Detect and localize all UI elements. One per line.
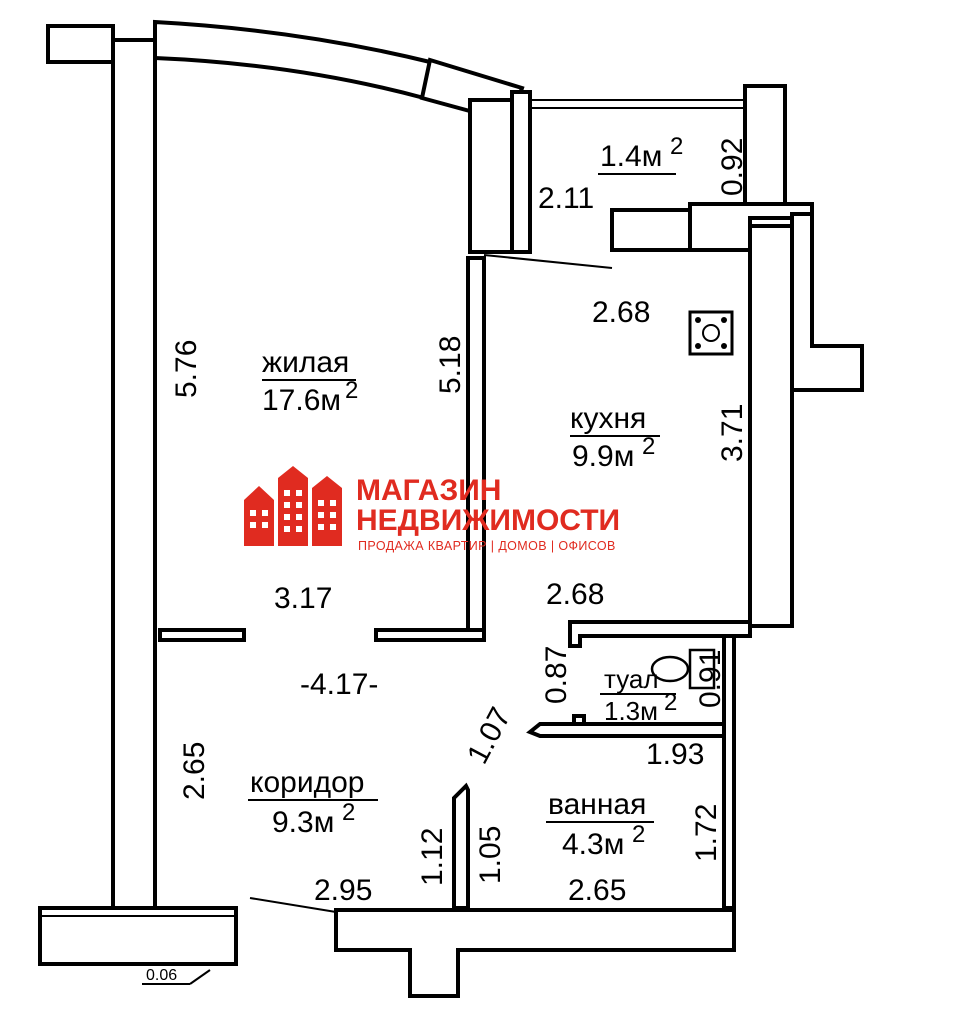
- wall-living-stub-right: [374, 628, 486, 642]
- toilet-icon: [650, 648, 716, 690]
- toilet-area: 1.3м: [604, 696, 658, 726]
- label-balcony: 1.4м 2: [598, 133, 683, 175]
- brand-tagline: ПРОДАЖА КВАРТИР | ДОМОВ | ОФИСОВ: [358, 539, 616, 553]
- entry-door-line: [249, 897, 337, 913]
- wall-right-jog: [790, 212, 864, 392]
- living-area-sup: 2: [345, 377, 358, 404]
- kitchen-area-sup: 2: [642, 433, 655, 460]
- dim-corner-mark: 0.06: [146, 967, 177, 984]
- wall-living-stub-left: [158, 628, 246, 642]
- dimensions: 5.76 5.18 3.17 -4.17- 2.65 2.95 2.68 2.6…: [146, 138, 749, 984]
- dim-wall-right: 1.05: [474, 826, 507, 884]
- wall-bottom-left-block: [38, 906, 238, 966]
- balcony-area: 1.4м: [600, 140, 662, 173]
- wall-curved-top: [153, 19, 433, 101]
- toilet-area-sup: 2: [664, 689, 677, 716]
- brand-watermark: МАГАЗИН НЕДВИЖИМОСТИ ПРОДАЖА КВАРТИР | Д…: [244, 466, 620, 553]
- living-name: жилая: [262, 346, 349, 379]
- wall-balcony-threshold: [610, 208, 692, 252]
- dim-living-width: 3.17: [274, 582, 332, 615]
- brand-name-line1: МАГАЗИН: [356, 474, 501, 507]
- wall-top-left-cap: [46, 24, 115, 64]
- wall-kitchen-bottom: [568, 620, 752, 648]
- bathroom-name: ванная: [548, 788, 646, 821]
- dim-bath-height: 1.72: [690, 804, 723, 862]
- label-bathroom: ванная 4.3м 2: [546, 788, 654, 861]
- dim-kitchen-top: 2.68: [592, 296, 650, 329]
- kitchen-name: кухня: [570, 402, 646, 435]
- corner-mark-tick: [189, 969, 211, 985]
- wall-bottom: [334, 908, 736, 998]
- label-living: жилая 17.6м 2: [262, 346, 358, 417]
- dim-toilet-height: 0.91: [694, 650, 727, 708]
- dim-corridor-height: 2.65: [178, 742, 211, 800]
- building-logo-icon: [244, 466, 342, 546]
- wall-balcony-right: [743, 84, 787, 208]
- balcony-area-sup: 2: [670, 133, 683, 160]
- brand-name-line2: НЕДВИЖИМОСТИ: [356, 504, 620, 537]
- dim-toilet-width: 0.87: [540, 646, 573, 704]
- dim-corridor-width: -4.17-: [300, 668, 378, 701]
- wall-right-kitchen: [748, 224, 794, 628]
- dim-corridor-bottom: 2.95: [314, 874, 372, 907]
- bathroom-area: 4.3м: [562, 828, 624, 861]
- dim-balcony-height: 0.92: [716, 138, 749, 196]
- label-toilet: туал 1.3м 2: [600, 664, 677, 726]
- dim-living-height: 5.76: [170, 340, 203, 398]
- walls: [38, 19, 864, 998]
- wall-partition-living: [466, 256, 486, 640]
- toilet-name: туал: [604, 664, 659, 694]
- wall-pillar-right: [510, 90, 532, 254]
- wall-pillar: [468, 98, 514, 254]
- dim-kitchen-bottom: 2.68: [546, 578, 604, 611]
- dim-balcony-width: 2.11: [538, 182, 594, 215]
- kitchen-door-line: [483, 254, 613, 269]
- wall-toilet-notch: [572, 714, 586, 726]
- dim-bath-width-top: 1.93: [646, 738, 704, 771]
- stove-icon: [688, 310, 734, 356]
- dim-door-diag: 1.07: [461, 702, 518, 769]
- dim-wall-left: 1.12: [416, 828, 449, 886]
- bathroom-area-sup: 2: [632, 821, 645, 848]
- wall-toilet-bottom: [526, 722, 726, 738]
- wall-balcony-step: [688, 202, 814, 252]
- wall-bath-partition: [452, 782, 470, 910]
- label-kitchen: кухня 9.9м 2: [570, 402, 660, 473]
- dim-bath-width-bottom: 2.65: [568, 874, 626, 907]
- corridor-area: 9.3м: [272, 806, 334, 839]
- dim-kitchen-height: 3.71: [716, 404, 749, 462]
- dim-living-inner-height: 5.18: [434, 336, 467, 394]
- corridor-area-sup: 2: [342, 799, 355, 826]
- living-area: 17.6м: [262, 384, 341, 417]
- kitchen-area: 9.9м: [572, 440, 634, 473]
- label-corridor: коридор 9.3м 2: [248, 766, 378, 839]
- corridor-name: коридор: [250, 766, 364, 799]
- wall-left-outer: [111, 38, 157, 910]
